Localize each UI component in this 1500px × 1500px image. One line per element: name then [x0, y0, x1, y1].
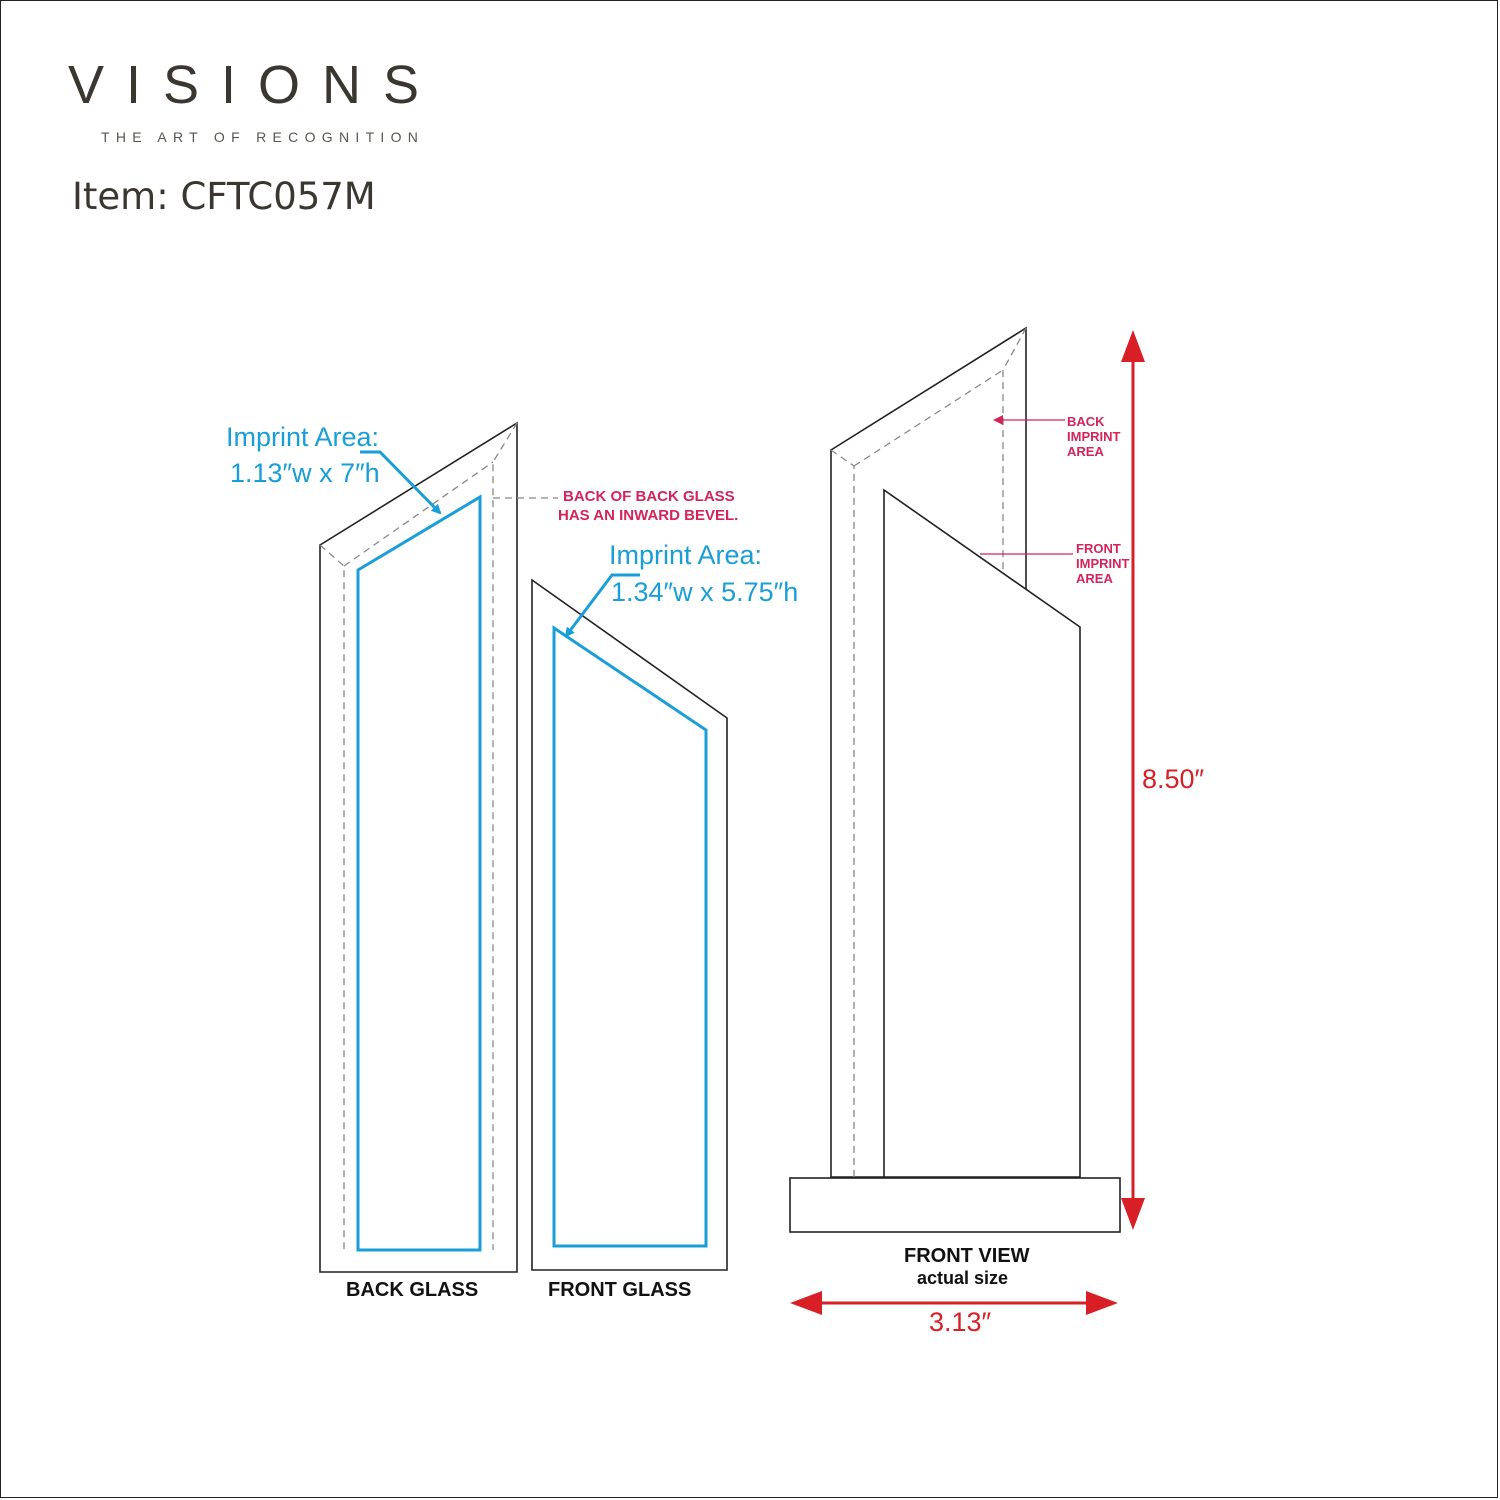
back-glass: [319, 421, 558, 1273]
back-glass-bevel-line: [319, 422, 518, 1250]
front-view-front-panel: [883, 488, 1081, 1178]
front-glass-label: FRONT GLASS: [548, 1279, 691, 1301]
front-glass-imprint-area: [552, 625, 708, 1248]
front-view-sublabel: actual size: [917, 1268, 1008, 1288]
height-dimension: [1121, 330, 1145, 1230]
front-imprint-label-line1: FRONT: [1076, 541, 1121, 556]
back-imprint-label-line1: BACK: [1067, 414, 1105, 429]
brand-logo: VISIONS: [68, 55, 442, 115]
front-imprint-label-line3: AREA: [1076, 571, 1113, 586]
back-glass-label: BACK GLASS: [346, 1279, 478, 1301]
front-imprint-size: 1.34″w x 5.75″h: [611, 577, 798, 607]
back-imprint-title: Imprint Area:: [226, 422, 379, 452]
front-view-bevel-line: [830, 327, 1027, 1177]
front-view-label: FRONT VIEW: [904, 1245, 1030, 1267]
item-label: Item: CFTC057M: [72, 175, 376, 218]
brand-tagline: THE ART OF RECOGNITION: [101, 129, 425, 145]
front-view-base: [789, 1177, 1121, 1233]
back-imprint-size: 1.13″w x 7″h: [230, 458, 380, 488]
front-imprint-arrow: [564, 573, 640, 638]
front-imprint-label-line2: IMPRINT: [1076, 556, 1130, 571]
width-dimension: [790, 1291, 1118, 1315]
bevel-note-line1: BACK OF BACK GLASS: [563, 488, 735, 505]
width-value: 3.13″: [929, 1307, 992, 1337]
back-glass-imprint-area: [356, 494, 482, 1252]
height-value: 8.50″: [1142, 764, 1205, 794]
front-glass: [531, 578, 728, 1271]
back-imprint-label-line3: AREA: [1067, 444, 1104, 459]
back-glass-outline: [319, 421, 518, 1273]
back-imprint-label-line2: IMPRINT: [1067, 429, 1121, 444]
bevel-note-line2: HAS AN INWARD BEVEL.: [558, 507, 738, 524]
back-imprint-arrow: [360, 450, 442, 515]
front-imprint-title: Imprint Area:: [609, 540, 762, 570]
front-view: [789, 326, 1121, 1233]
front-glass-outline: [531, 578, 728, 1271]
